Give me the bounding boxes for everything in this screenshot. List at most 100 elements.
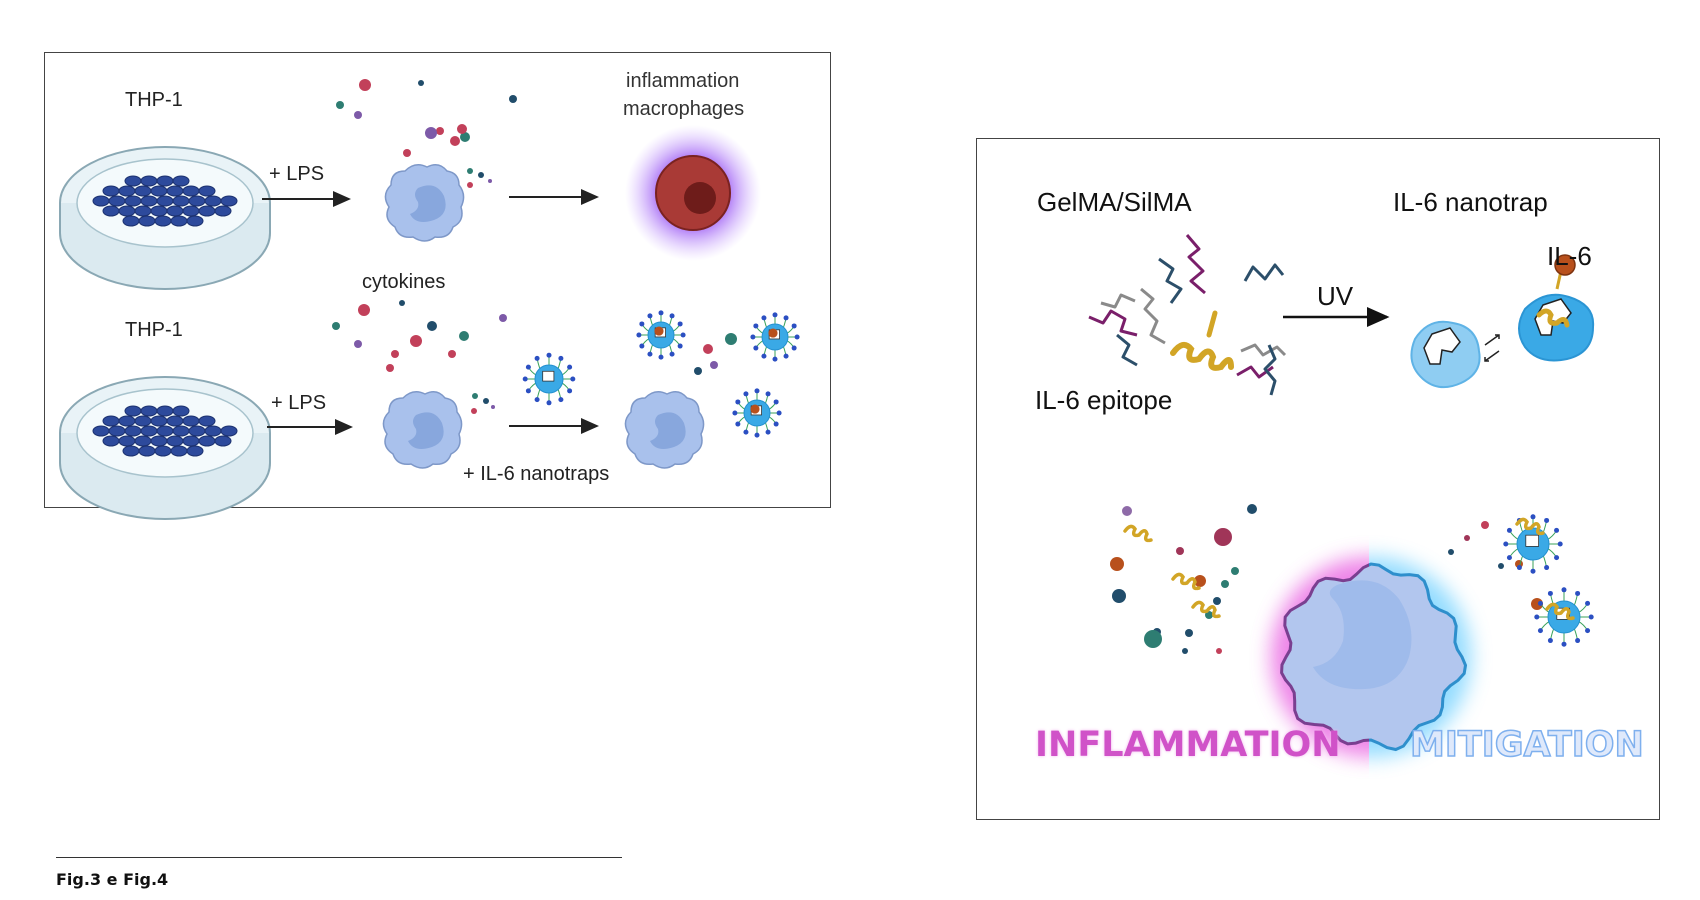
cytokine-dot [459,331,469,341]
cytokine-dot [336,101,344,109]
cell-icon [108,425,126,437]
cell-icon [134,185,152,197]
cytokine-dot [1481,521,1489,529]
cytokines-label: cytokines [362,271,446,293]
cytokine-dot [448,350,456,358]
cytokine-dot [403,149,411,157]
thp1-label-row2: THP-1 [125,319,183,341]
cell-icon [204,425,222,437]
petri-dish-icon [59,146,271,290]
cytokine-dot [391,350,399,358]
cytokine-dot [425,127,437,139]
cell-icon [182,205,200,217]
cell-icon [172,175,190,187]
cell-icon [150,205,168,217]
cytokine-dot [332,322,340,330]
il6-epitope-label: IL-6 epitope [1035,385,1173,415]
uv-label: UV [1317,281,1354,311]
cytokine-dot [1221,580,1229,588]
cytokine-dot [491,405,495,409]
cell-icon [188,425,206,437]
macrophage-icon [384,164,465,242]
cell-icon [182,435,200,447]
nanotraps-label: + IL-6 nanotraps [463,463,610,485]
figure-3-panel: THP-1 + LPS inflammation macrophages cyt… [44,52,831,520]
cell-icon [170,215,188,227]
cytokine-dot [488,179,492,183]
cell-icon [118,435,136,447]
nanotrap-icon [522,352,576,406]
thp1-label-row1: THP-1 [125,89,183,111]
il6-label: IL-6 [1547,241,1592,271]
cell-icon [140,175,158,187]
cytokine-dot [1122,506,1132,516]
cytokine-dot [354,111,362,119]
cytokine-dot [472,393,478,399]
cytokine-dot [1448,549,1454,555]
cell-icon [122,445,140,457]
figure-3-drawing [59,79,800,520]
cell-icon [124,425,142,437]
cytokine-dot [1231,567,1239,575]
cell-icon [150,415,168,427]
cytokine-dot [359,79,371,91]
cytokine-particles [332,79,737,414]
cell-icon [188,195,206,207]
cytokine-dot [1216,648,1222,654]
cytokine-dot [1194,575,1206,587]
cytokine-dot [467,168,473,174]
cell-icon [118,205,136,217]
cytokine-dot [1110,557,1124,571]
cell-icon [92,195,110,207]
cytokine-dot [1498,563,1504,569]
cytokine-dot [460,132,470,142]
cytokine-dot [1213,597,1221,605]
cell-icon [154,445,172,457]
cell-icon [118,415,136,427]
nanotrap-icon [1410,320,1481,389]
cytokine-dot [694,367,702,375]
cell-icon [166,185,184,197]
cell-icon [214,205,232,217]
il6-epitope-helix-icon [1170,310,1234,371]
cell-icon [156,195,174,207]
cell-icon [134,205,152,217]
cytokine-dot [358,304,370,316]
nanotrap-bound-il6-icon [1518,254,1595,362]
cell-icon [182,185,200,197]
cell-icon [150,185,168,197]
cell-icon [102,435,120,447]
nanotrap-icon [636,310,686,360]
lps-label-row1: + LPS [269,163,325,185]
macrophage-split-icon [1271,557,1471,757]
il6-helix-icon [1171,572,1201,591]
cell-icon [172,405,190,417]
cell-icon [186,215,204,227]
cytokine-dot [386,364,394,372]
figure-4-drawing [1088,234,1595,757]
polymer-chains-icon [1088,234,1287,396]
nanotrap-icon [750,312,800,362]
macrophage-icon [382,391,463,469]
cell-icon [166,435,184,447]
inflammation-label: inflammation [626,70,740,92]
cytokine-dot [710,361,718,369]
cell-icon [172,425,190,437]
cell-icon [156,425,174,437]
cytokine-dot [467,182,473,188]
cell-icon [102,205,120,217]
cytokine-dot [436,127,444,135]
cytokine-dot [1112,589,1126,603]
cytokine-dot [471,408,477,414]
cell-icon [182,415,200,427]
cell-icon [138,445,156,457]
cytokine-dot [410,335,422,347]
nanotrap-icon [1534,587,1594,647]
gelma-silma-label: GelMA/SilMA [1037,187,1192,217]
nanotrap-label: IL-6 nanotrap [1393,187,1548,217]
cell-icon [166,205,184,217]
cytokine-dot [354,340,362,348]
cell-icon [124,405,142,417]
cell-icon [108,195,126,207]
cell-icon [140,405,158,417]
